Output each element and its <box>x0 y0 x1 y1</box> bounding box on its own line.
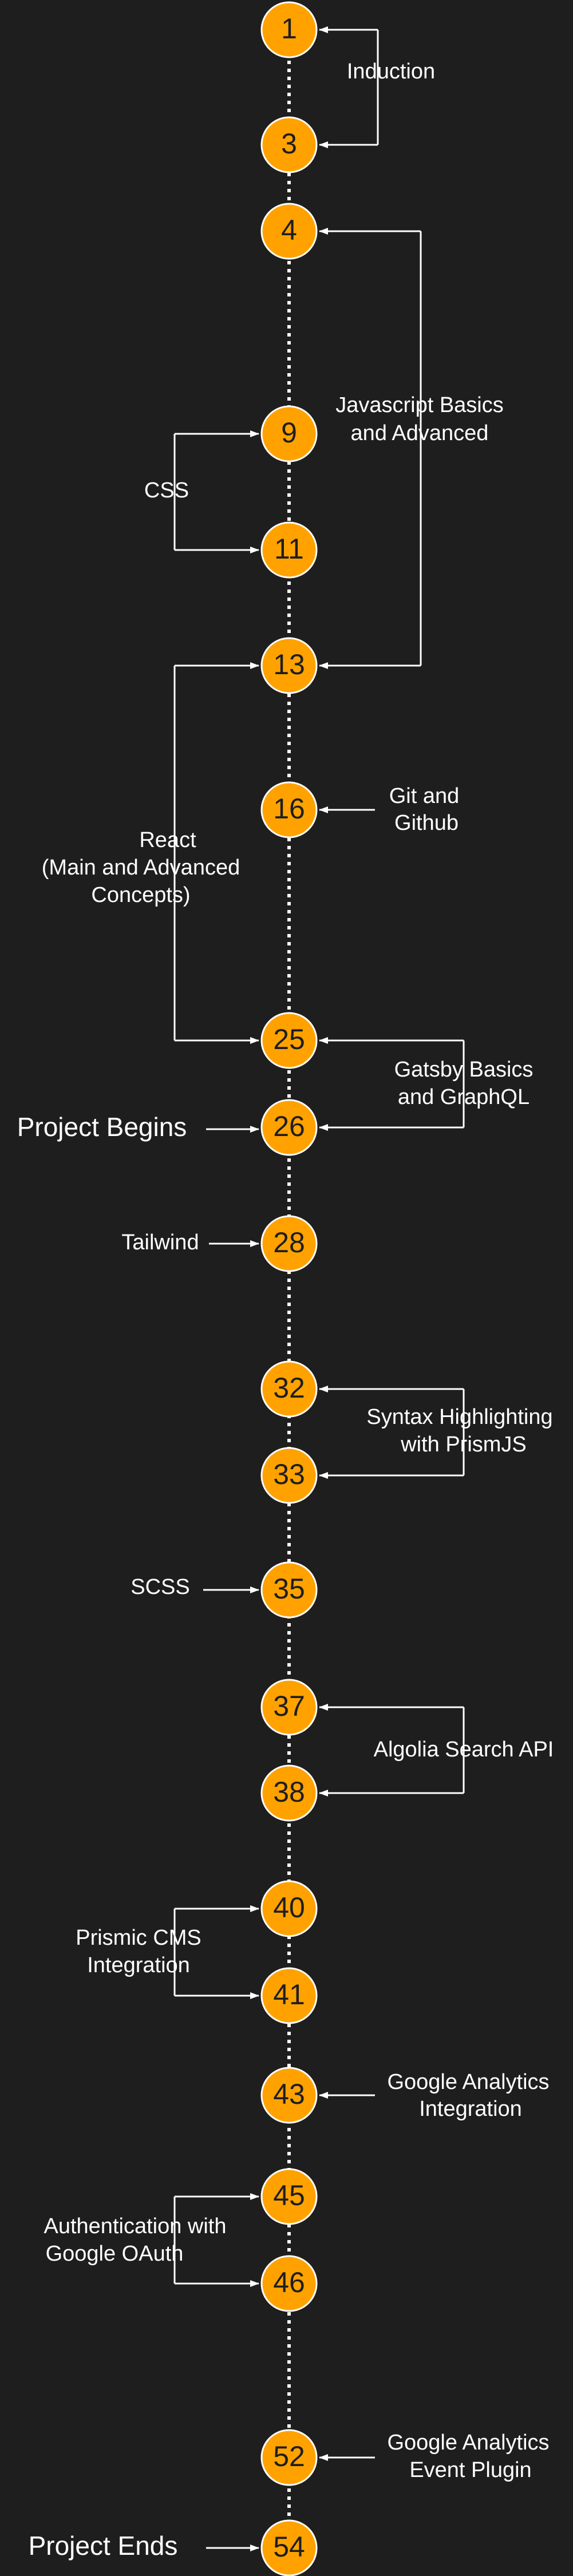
topic-label-javascript: and Advanced <box>351 421 489 445</box>
topic-label-induction: Induction <box>347 60 435 84</box>
node-label: 3 <box>281 128 297 160</box>
topic-label-ga-plugin: Google Analytics <box>387 2431 549 2455</box>
topic-label-syntax: Syntax Highlighting <box>366 1405 552 1429</box>
node-label: 38 <box>273 1776 305 1808</box>
node-label: 16 <box>273 793 305 825</box>
timeline-node: 25 <box>260 1012 318 1069</box>
topic-label-ga-plugin: Event Plugin <box>409 2458 531 2482</box>
node-label: 26 <box>273 1110 305 1142</box>
topic-label-syntax: with PrismJS <box>400 1433 527 1457</box>
node-label: 54 <box>273 2531 305 2563</box>
timeline-node: 9 <box>260 405 318 462</box>
topic-label-react: (Main and Advanced <box>42 856 240 880</box>
timeline-node: 4 <box>260 203 318 260</box>
topic-label-auth: Authentication with <box>44 2214 227 2238</box>
timeline-node: 13 <box>260 637 318 694</box>
timeline-node: 37 <box>260 1679 318 1736</box>
node-label: 46 <box>273 2266 305 2298</box>
topic-label-ga-integration: Google Analytics <box>387 2070 549 2094</box>
node-label: 43 <box>273 2078 305 2110</box>
topic-label-algolia: Algolia Search API <box>374 1738 554 1762</box>
topic-label-prismic: Prismic CMS <box>76 1926 201 1950</box>
timeline-node: 11 <box>260 521 318 579</box>
node-label: 1 <box>281 13 297 45</box>
node-label: 35 <box>273 1573 305 1605</box>
timeline-node: 38 <box>260 1764 318 1822</box>
topic-label-tailwind: Tailwind <box>121 1230 199 1255</box>
topic-label-project-ends: Project Ends <box>29 2531 178 2561</box>
timeline-node: 46 <box>260 2255 318 2312</box>
timeline-node: 41 <box>260 1967 318 2024</box>
timeline-node: 43 <box>260 2067 318 2124</box>
topic-label-git: Github <box>394 811 459 835</box>
node-label: 13 <box>273 648 305 680</box>
timeline-node: 33 <box>260 1447 318 1504</box>
timeline-node: 52 <box>260 2429 318 2486</box>
node-label: 40 <box>273 1892 305 1924</box>
node-label: 25 <box>273 1023 305 1055</box>
topic-label-scss: SCSS <box>131 1575 189 1599</box>
timeline-node: 16 <box>260 781 318 838</box>
timeline-node: 26 <box>260 1099 318 1156</box>
timeline-nodes: 1 3 4 9 11 13 16 25 <box>260 1 318 2576</box>
node-label: 32 <box>273 1372 305 1404</box>
timeline-node: 1 <box>260 1 318 58</box>
topic-label-css: CSS <box>144 478 189 502</box>
topic-label-gatsby: and GraphQL <box>398 1085 529 1109</box>
topic-label-git: Git and <box>389 784 460 808</box>
timeline-node: 35 <box>260 1561 318 1619</box>
node-label: 52 <box>273 2440 305 2472</box>
timeline-node: 54 <box>260 2519 318 2576</box>
topic-labels: Induction Javascript Basics and Advanced… <box>17 60 554 2561</box>
topic-label-gatsby: Gatsby Basics <box>394 1058 534 1082</box>
timeline-node: 3 <box>260 116 318 173</box>
node-label: 4 <box>281 214 297 246</box>
connectors <box>173 26 465 2551</box>
node-label: 37 <box>273 1690 305 1722</box>
topic-label-project-begins: Project Begins <box>17 1112 187 1142</box>
topic-label-javascript: Javascript Basics <box>335 393 504 417</box>
timeline-node: 40 <box>260 1880 318 1937</box>
node-label: 9 <box>281 417 297 449</box>
node-label: 41 <box>273 1979 305 2011</box>
topic-label-react: Concepts) <box>91 883 190 907</box>
node-label: 33 <box>273 1458 305 1490</box>
node-label: 11 <box>274 533 304 565</box>
node-label: 45 <box>273 2179 305 2211</box>
timeline-node: 28 <box>260 1215 318 1272</box>
topic-label-auth: Google OAuth <box>46 2242 184 2266</box>
timeline-node: 32 <box>260 1360 318 1418</box>
topic-label-react: React <box>139 828 196 852</box>
topic-label-ga-integration: Integration <box>419 2097 522 2121</box>
topic-label-prismic: Integration <box>87 1953 190 1977</box>
timeline-node: 45 <box>260 2168 318 2225</box>
node-label: 28 <box>273 1226 305 1259</box>
